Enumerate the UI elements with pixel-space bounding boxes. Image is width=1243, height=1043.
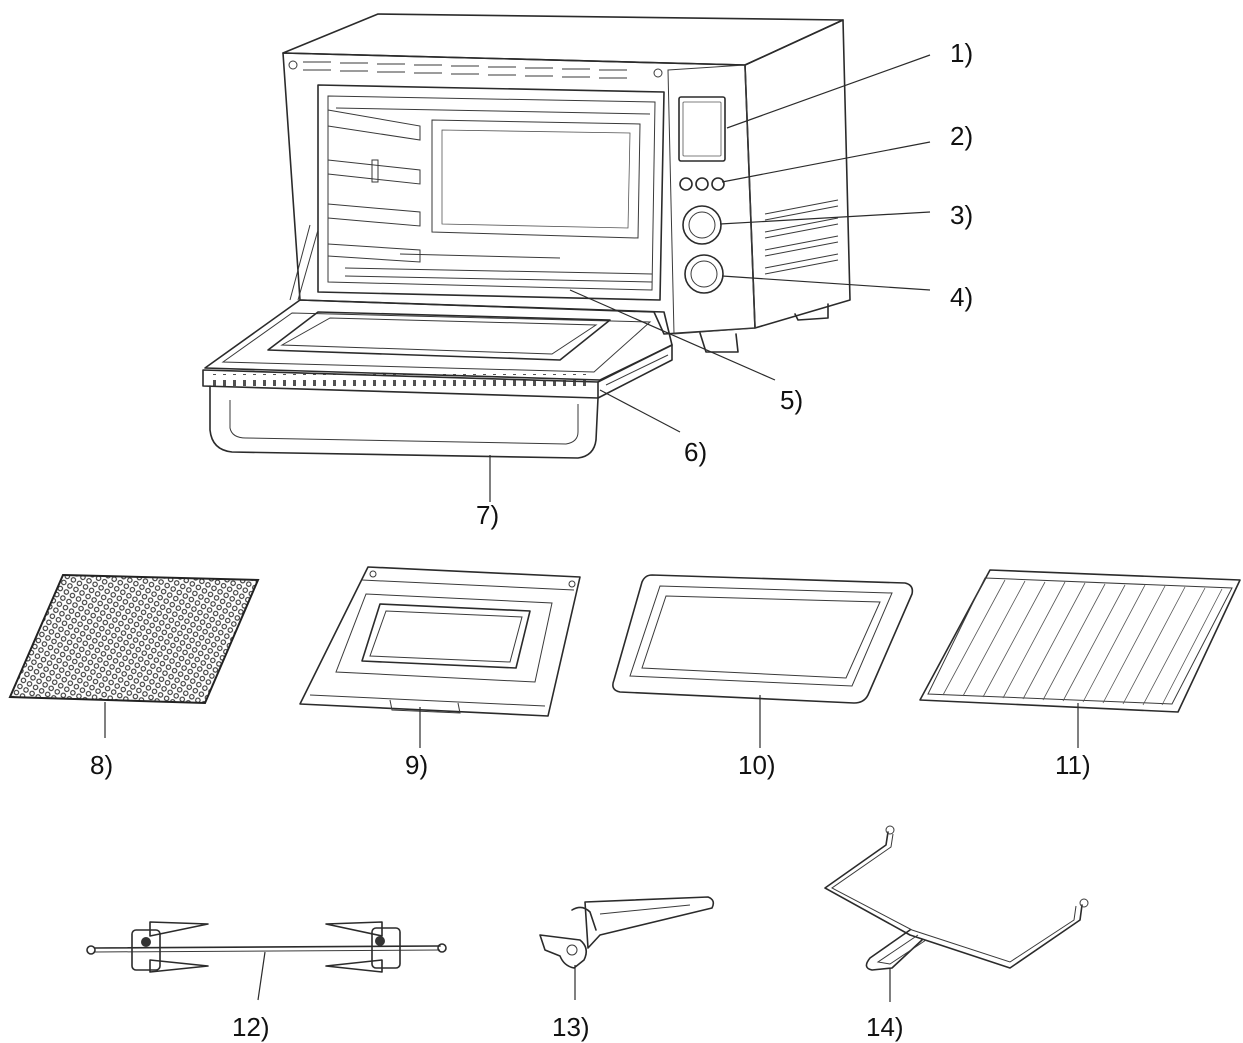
label-11: 11) (1055, 750, 1091, 780)
display-screen (678, 96, 726, 162)
control-knob-lower (684, 254, 724, 294)
label-6: 6) (684, 437, 707, 467)
leader-lines-oven (489, 54, 931, 502)
wire-rack-11 (919, 569, 1241, 748)
control-button (711, 177, 725, 191)
door-handle (209, 385, 599, 459)
label-1: 1) (950, 38, 973, 68)
control-panel (678, 96, 726, 294)
baking-pan-10 (612, 574, 914, 748)
label-7: 7) (476, 500, 499, 530)
label-13: 13) (552, 1012, 590, 1042)
label-5: 5) (780, 385, 803, 415)
mesh-basket-8 (8, 573, 260, 738)
top-vent-slots (288, 60, 663, 79)
side-vent-slots (764, 199, 839, 275)
oven-body (282, 13, 851, 353)
oven-cavity (317, 84, 665, 301)
label-8: 8) (90, 750, 113, 780)
label-4: 4) (950, 282, 973, 312)
label-3: 3) (950, 200, 973, 230)
label-2: 2) (950, 121, 973, 151)
rotisserie-handle-13 (539, 896, 715, 1000)
label-9: 9) (405, 750, 428, 780)
control-button (679, 177, 693, 191)
callout-labels: 1) 2) 3) 4) 5) 6) 7) 8) 9) 10) 11) 12) 1… (90, 38, 1091, 1042)
oven-door-open (202, 224, 673, 399)
control-knob-upper (682, 205, 722, 245)
tray-lifter-14 (824, 825, 1089, 1002)
rotisserie-spit-12 (86, 921, 447, 1001)
control-button (695, 177, 709, 191)
crumb-tray-9 (299, 566, 581, 748)
label-14: 14) (866, 1012, 904, 1042)
label-10: 10) (738, 750, 776, 780)
label-12: 12) (232, 1012, 270, 1042)
